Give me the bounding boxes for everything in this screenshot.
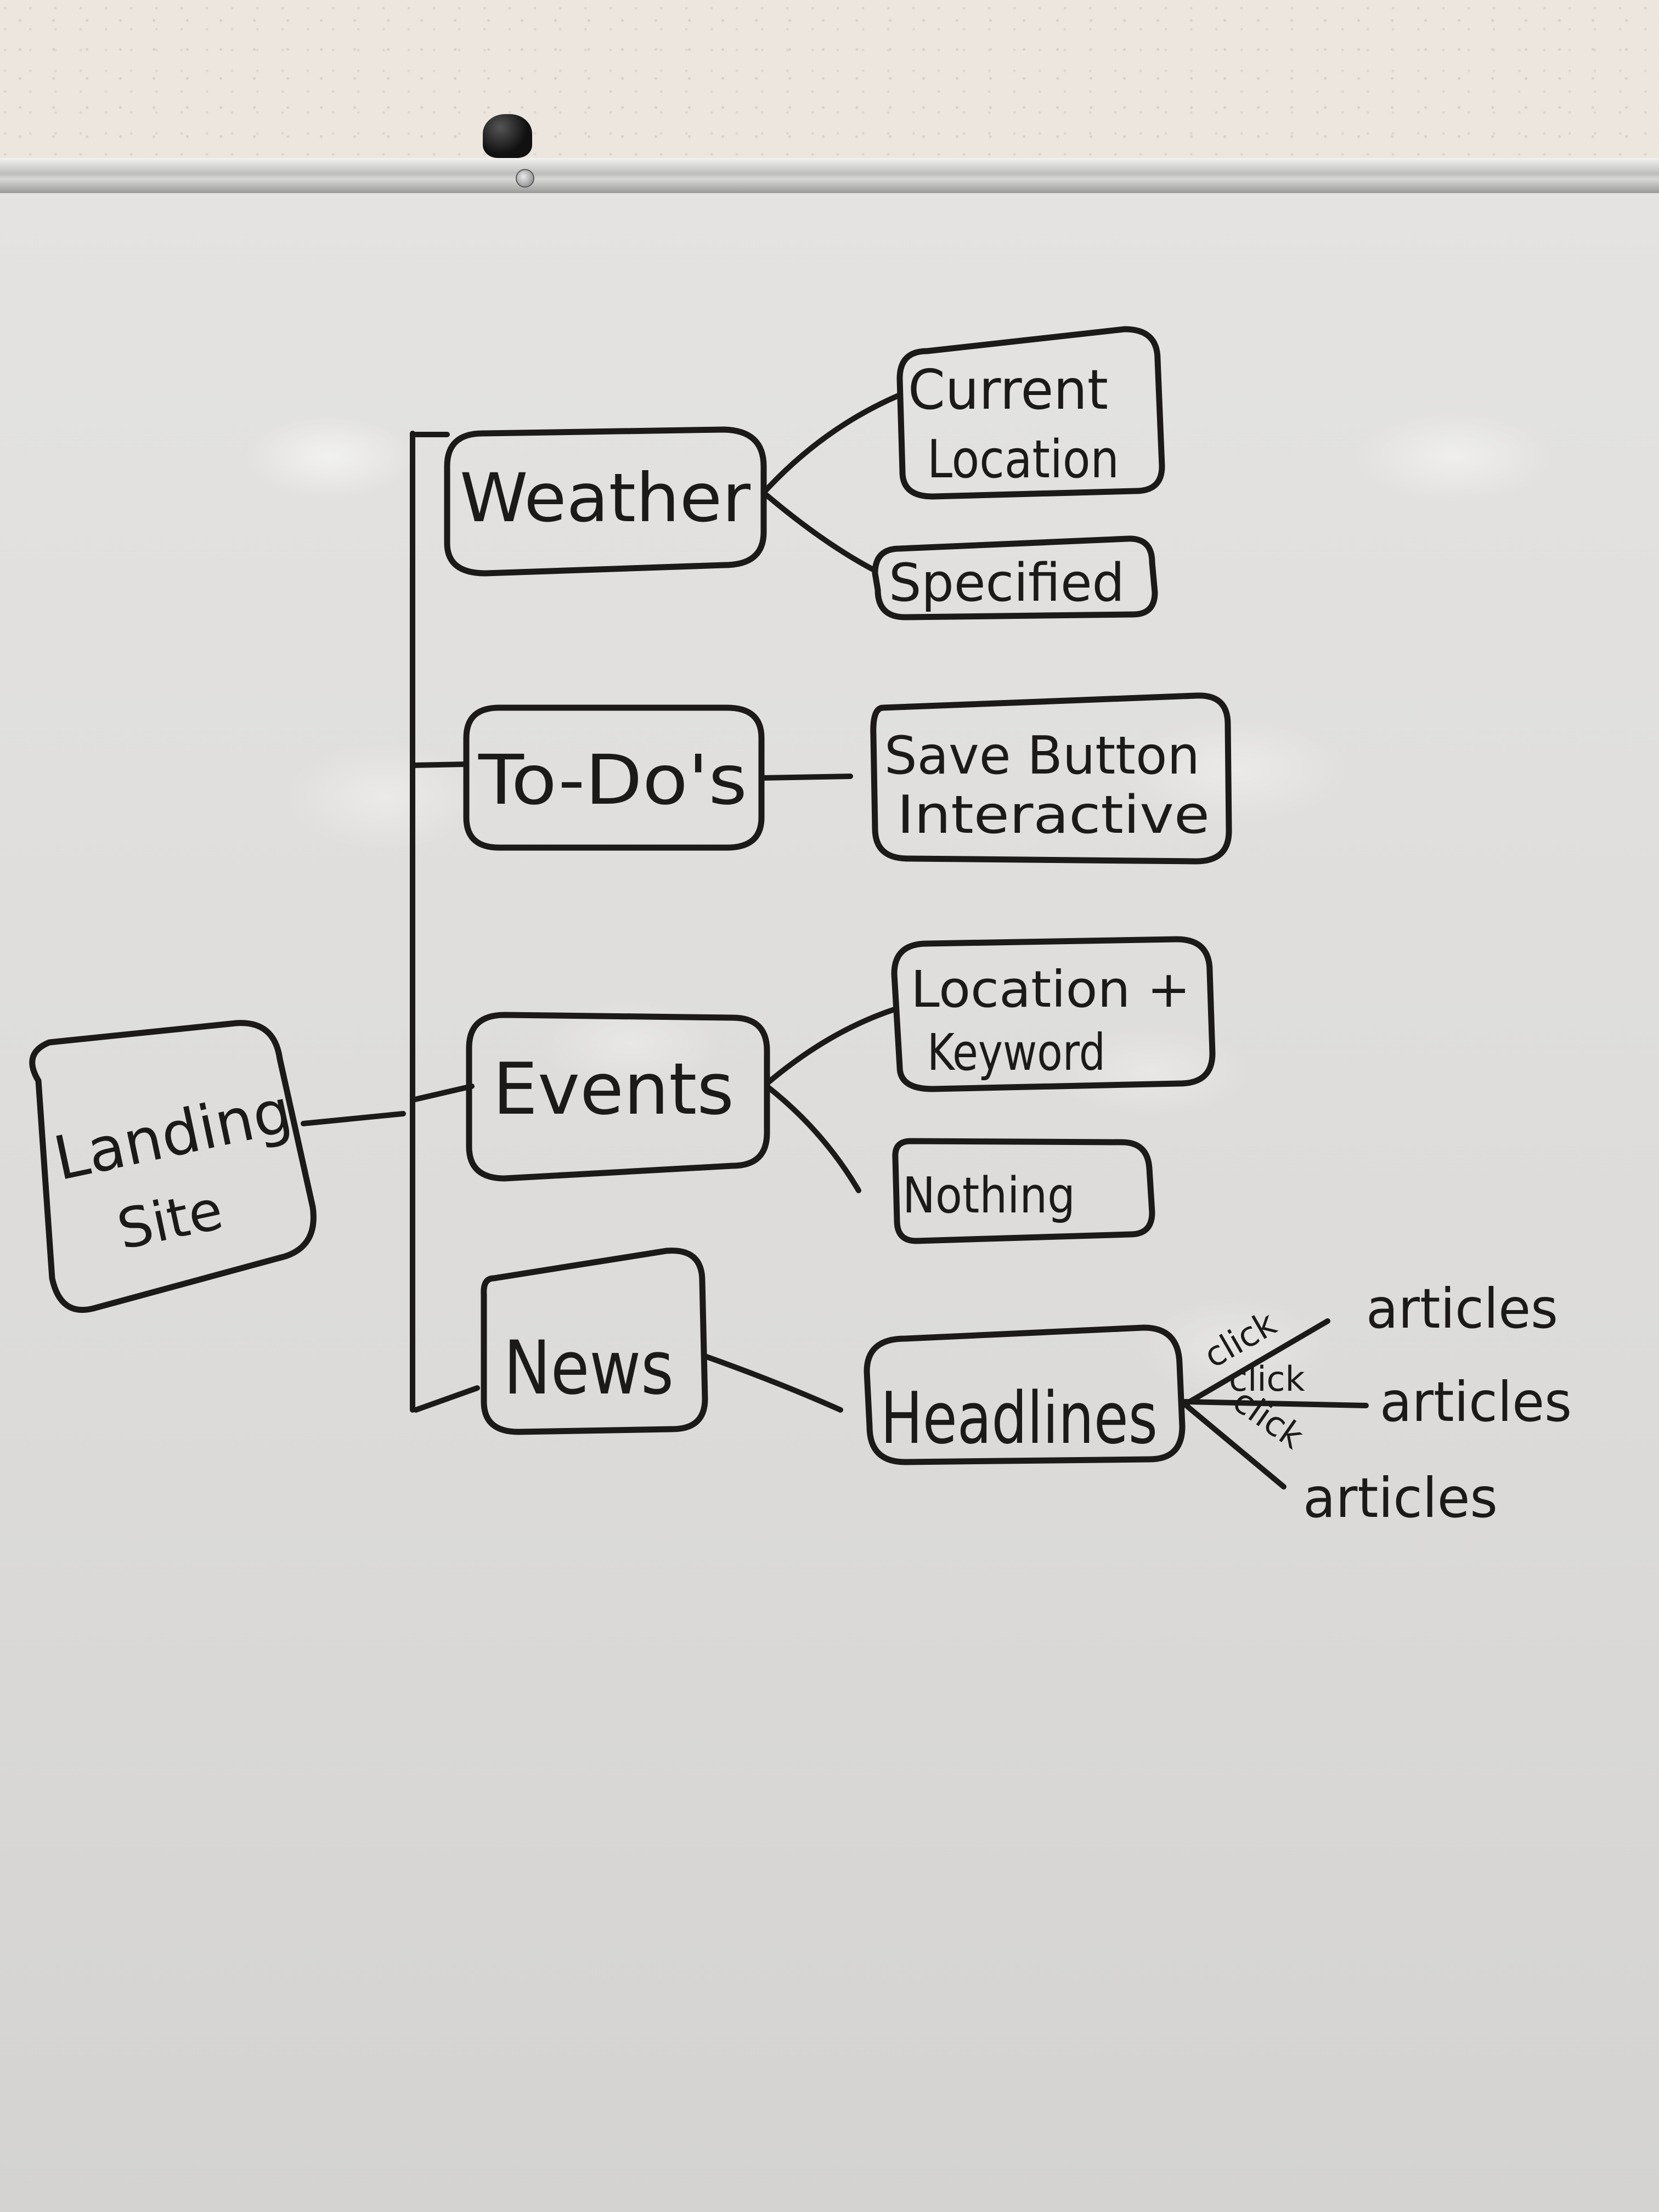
todos-box (463, 704, 765, 851)
weather-to-current-location-line (761, 392, 902, 495)
trunk-to-events-line (410, 1084, 475, 1103)
trunk-bottom-hook (413, 1385, 480, 1413)
news-to-headlines-line (702, 1353, 843, 1413)
nothing-box (892, 1138, 1155, 1244)
rail-screw (516, 169, 534, 188)
nothing-label: Nothing (902, 1167, 1075, 1224)
location-keyword-box (891, 936, 1216, 1092)
weather-to-specified-line (761, 490, 878, 573)
headlines-box (864, 1324, 1186, 1465)
articles-label-2: articles (1380, 1370, 1572, 1434)
save-button-label-line2: Interactive (897, 785, 1210, 845)
news-label: News (504, 1325, 674, 1411)
weather-box (444, 426, 767, 577)
headlines-to-articles-3-line (1182, 1402, 1286, 1489)
location-keyword-label-line1: Location + (911, 960, 1190, 1019)
wall-background (0, 0, 1659, 165)
specified-box (872, 535, 1158, 620)
specified-label: Specified (889, 553, 1125, 613)
click-label-2: click (1229, 1359, 1305, 1399)
headlines-label: Headlines (881, 1376, 1158, 1460)
todos-to-save-button-line (759, 774, 853, 781)
trunk-to-todos-line (410, 761, 469, 768)
current-location-label-line2: Location (927, 430, 1119, 490)
location-keyword-label-line2: Keyword (927, 1023, 1105, 1082)
headlines-to-articles-2-line (1182, 1399, 1369, 1408)
events-label: Events (493, 1047, 734, 1131)
headlines-to-articles-1-line (1182, 1318, 1330, 1407)
weather-label: Weather (460, 459, 751, 537)
events-box (466, 1012, 770, 1182)
save-button-label-line1: Save Button (884, 726, 1200, 786)
save-button-interactive-box (870, 692, 1232, 865)
landing-site-label-line1: Landing (48, 1075, 297, 1194)
magnet (483, 114, 532, 158)
current-location-label-line1: Current (908, 358, 1108, 422)
todos-label: To-Do's (478, 741, 747, 820)
whiteboard-top-rail (0, 158, 1659, 193)
articles-label-3: articles (1303, 1466, 1498, 1530)
news-box (481, 1248, 708, 1435)
whiteboard (0, 193, 1659, 2212)
events-to-location-keyword-line (764, 1007, 897, 1086)
landing-site-label-line2: Site (112, 1177, 228, 1262)
events-to-nothing-line (764, 1084, 861, 1193)
landing-to-trunk-line (301, 1111, 406, 1126)
landing-site-box (29, 1020, 317, 1313)
articles-label-1: articles (1366, 1277, 1558, 1341)
current-location-box (896, 326, 1165, 500)
